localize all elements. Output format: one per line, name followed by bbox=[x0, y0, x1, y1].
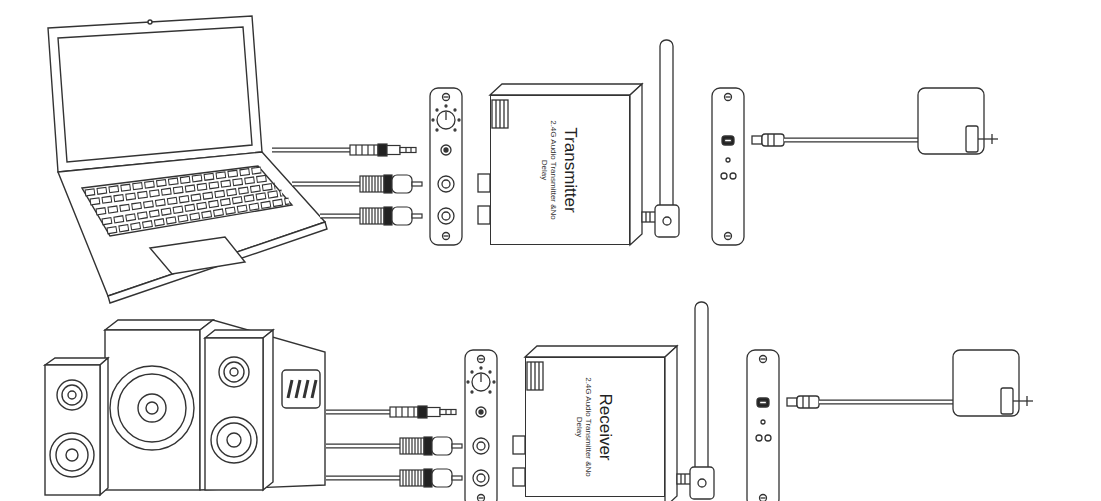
rotated-label: Transmitter2.4G Audio Transmitter &No De… bbox=[540, 120, 580, 220]
speaker-drawing bbox=[219, 357, 249, 387]
device-subtitle: 2.4G Audio Transmitter &No Delay bbox=[575, 377, 593, 477]
laptop-drawing bbox=[148, 20, 152, 24]
device-title: Transmitter bbox=[560, 120, 580, 220]
speaker-drawing bbox=[56, 439, 88, 471]
laptop-drawing bbox=[108, 222, 327, 303]
speaker-drawing bbox=[205, 330, 273, 338]
audio-cable bbox=[272, 150, 360, 216]
rca-plug bbox=[360, 175, 422, 193]
speaker-drawing bbox=[138, 394, 166, 422]
speaker-drawing bbox=[211, 417, 257, 463]
device-box: Receiver2.4G Audio Transmitter &No Delay bbox=[525, 357, 665, 497]
speaker-drawing bbox=[105, 320, 213, 330]
laptop-drawing bbox=[58, 27, 252, 162]
laptop-drawing bbox=[48, 16, 327, 303]
speaker-drawing bbox=[66, 449, 78, 461]
audio-cable bbox=[272, 150, 360, 216]
speaker-drawing bbox=[57, 380, 87, 410]
device-box: Transmitter2.4G Audio Transmitter &No De… bbox=[490, 95, 630, 245]
speaker-drawing bbox=[217, 423, 251, 457]
speaker-drawing bbox=[227, 433, 241, 447]
laptop-drawing bbox=[85, 170, 289, 231]
speaker-drawing bbox=[118, 374, 186, 442]
speaker-drawing bbox=[205, 338, 263, 490]
laptop-drawing bbox=[48, 16, 262, 172]
speaker-drawing bbox=[200, 320, 325, 490]
audio-plug bbox=[390, 406, 456, 418]
device-subtitle: 2.4G Audio Transmitter &No Delay bbox=[540, 120, 558, 220]
speaker-drawing bbox=[100, 358, 108, 495]
speaker-drawing bbox=[45, 320, 325, 495]
audio-cable bbox=[326, 412, 400, 478]
laptop-drawing bbox=[85, 170, 289, 231]
receiver-unit bbox=[465, 302, 1033, 501]
speaker-drawing bbox=[45, 365, 100, 495]
audio-cable bbox=[272, 150, 360, 216]
speaker-drawing bbox=[105, 330, 200, 490]
laptop-drawing bbox=[85, 170, 289, 231]
speaker-drawing bbox=[50, 433, 94, 477]
laptop-drawing bbox=[150, 237, 245, 274]
rotated-label: Receiver2.4G Audio Transmitter &No Delay bbox=[575, 377, 615, 477]
speaker-drawing bbox=[146, 402, 158, 414]
speaker-drawing bbox=[230, 368, 238, 376]
laptop-drawing bbox=[82, 166, 292, 236]
rca-plug bbox=[400, 469, 462, 487]
audio-plug bbox=[350, 144, 416, 156]
transmitter-unit bbox=[430, 40, 998, 245]
speaker-drawing bbox=[62, 385, 82, 405]
speaker-drawing bbox=[224, 362, 244, 382]
speaker-drawing bbox=[288, 380, 316, 398]
rca-plug bbox=[360, 207, 422, 225]
speaker-drawing bbox=[45, 358, 108, 365]
speaker-drawing bbox=[263, 330, 273, 490]
device-title: Receiver bbox=[595, 377, 615, 477]
speaker-drawing bbox=[282, 370, 320, 408]
audio-cable bbox=[326, 412, 400, 478]
rca-plug bbox=[400, 437, 462, 455]
speaker-drawing bbox=[110, 366, 194, 450]
speaker-drawing bbox=[68, 391, 76, 399]
audio-cable bbox=[326, 412, 400, 478]
